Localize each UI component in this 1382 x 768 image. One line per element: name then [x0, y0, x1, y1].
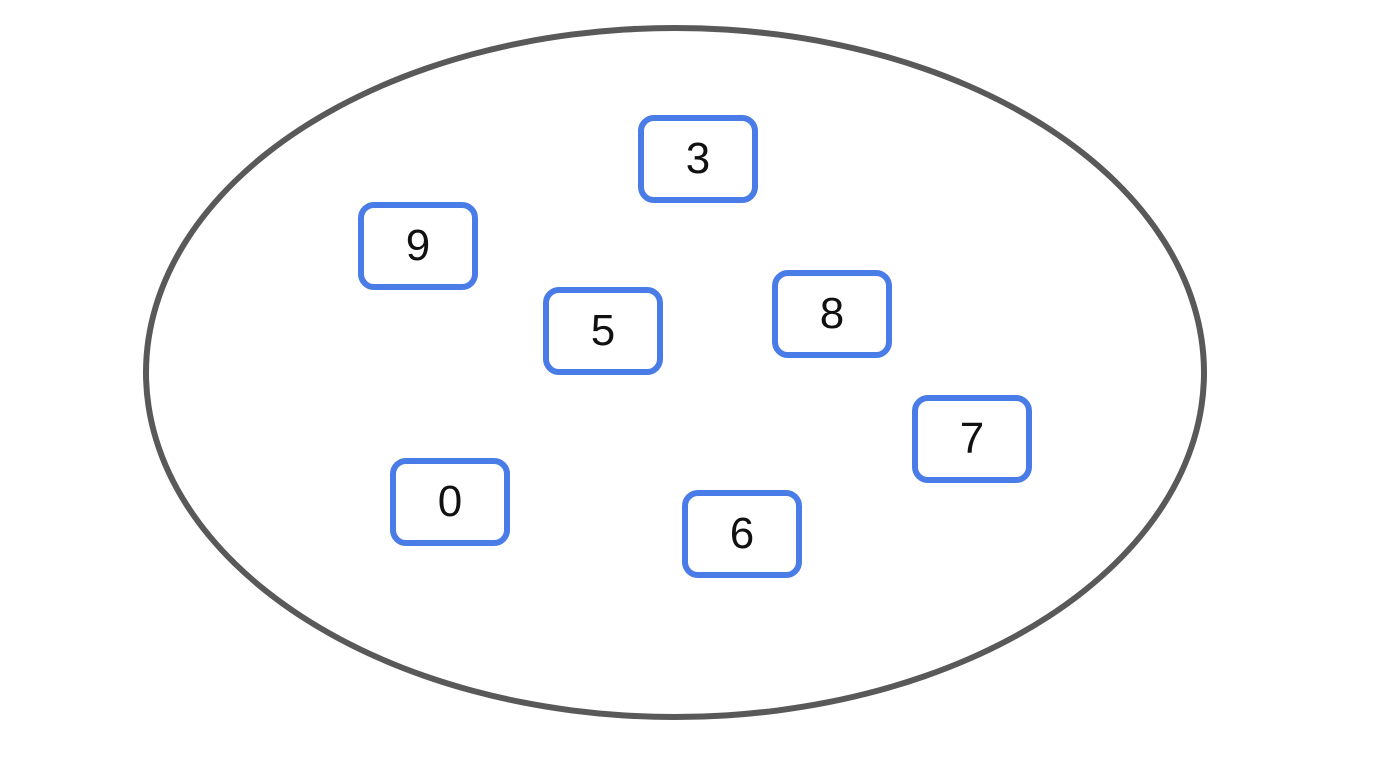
- number-chip[interactable]: 7: [912, 395, 1032, 483]
- number-chip-label: 0: [437, 477, 463, 526]
- number-chip[interactable]: 3: [638, 115, 758, 203]
- number-chip-label: 6: [729, 509, 755, 558]
- set-ellipse: [143, 25, 1207, 720]
- number-chip-label: 3: [685, 134, 711, 183]
- number-chip-label: 8: [819, 289, 845, 338]
- number-chip-label: 9: [405, 221, 431, 270]
- number-chip[interactable]: 0: [390, 458, 510, 546]
- number-chip-label: 7: [959, 414, 985, 463]
- number-chip[interactable]: 5: [543, 287, 663, 375]
- number-chip[interactable]: 8: [772, 270, 892, 358]
- number-chip[interactable]: 9: [358, 202, 478, 290]
- number-chip[interactable]: 6: [682, 490, 802, 578]
- number-chip-label: 5: [590, 306, 616, 355]
